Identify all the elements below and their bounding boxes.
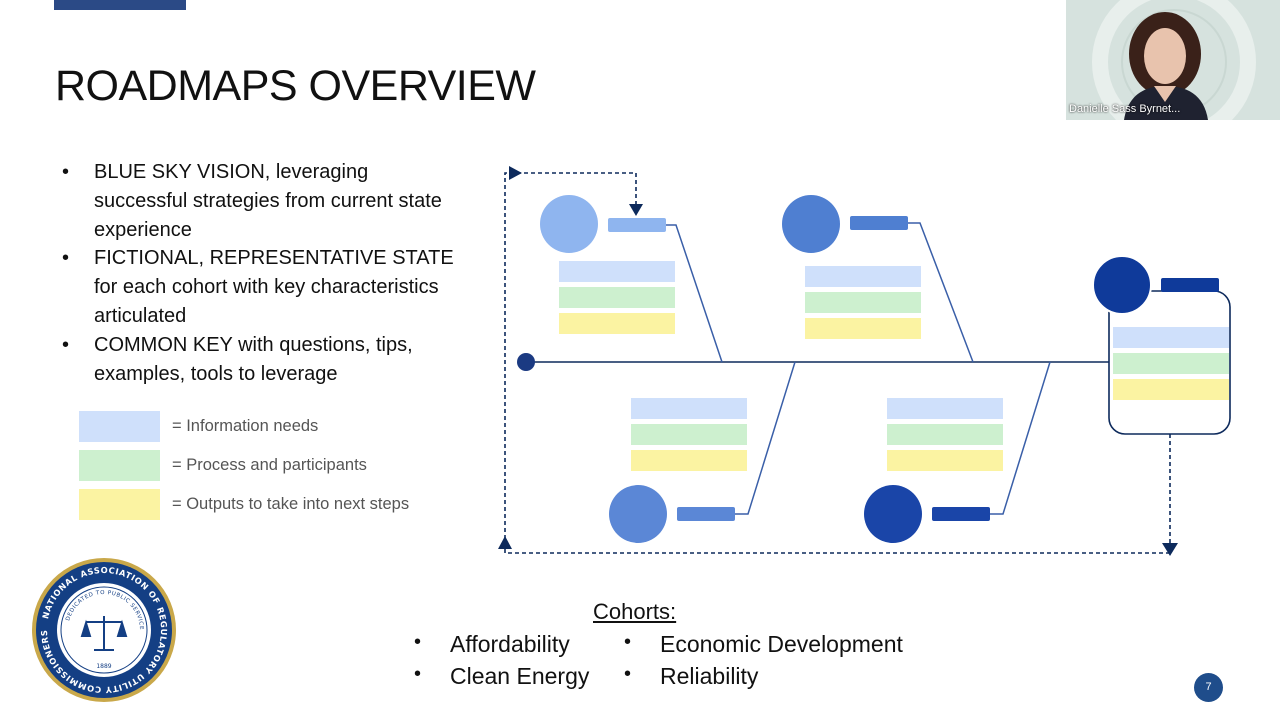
bullet-dot: • xyxy=(414,663,422,685)
bullet-dot: • xyxy=(624,663,632,685)
output-block xyxy=(631,450,747,471)
legend-label: = Outputs to take into next steps xyxy=(172,495,410,513)
process-block xyxy=(559,287,675,308)
arrowhead-right xyxy=(509,166,522,180)
arrowhead-up xyxy=(498,536,512,549)
milestone-bar xyxy=(1161,278,1219,292)
cohort-label: Affordability xyxy=(450,631,570,657)
bullet-dot: • xyxy=(624,631,632,653)
output-block xyxy=(559,313,675,334)
participant-avatar xyxy=(1066,0,1280,120)
scales-icon xyxy=(80,616,128,651)
output-block xyxy=(805,318,921,339)
spine-start-dot xyxy=(517,353,535,371)
milestone-bar xyxy=(608,218,666,232)
cohort-label: Clean Energy xyxy=(450,663,590,689)
milestone-circle xyxy=(1092,255,1152,315)
page-number-badge: 7 xyxy=(1194,673,1223,702)
cohorts-heading: Cohorts: xyxy=(593,599,677,624)
legend-label: = Information needs xyxy=(172,417,319,435)
roadmap-diagram xyxy=(498,166,1231,556)
participant-video-tile[interactable]: Danielle Sass Byrnet... xyxy=(1066,0,1280,120)
cohort-label: Reliability xyxy=(660,663,759,689)
info-block xyxy=(631,398,747,419)
arrowhead-down xyxy=(1162,543,1178,556)
legend-swatch-blue xyxy=(79,411,160,442)
info-block xyxy=(559,261,675,282)
process-block xyxy=(1113,353,1229,374)
arrowhead-down xyxy=(629,204,643,216)
bullet-dot: • xyxy=(414,631,422,653)
process-block xyxy=(887,424,1003,445)
milestone-circle xyxy=(540,195,598,253)
legend-label: = Process and participants xyxy=(172,456,367,474)
slide-title: ROADMAPS OVERVIEW xyxy=(55,62,536,110)
info-block xyxy=(805,266,921,287)
output-block xyxy=(887,450,1003,471)
bullet-item: FICTIONAL, REPRESENTATIVE STATE for each… xyxy=(62,244,462,330)
header-accent-bar xyxy=(54,0,186,10)
milestone-bar xyxy=(850,216,908,230)
bullet-item: COMMON KEY with questions, tips, example… xyxy=(62,331,462,389)
legend-swatch-green xyxy=(79,450,160,481)
bullet-item: BLUE SKY VISION, leveraging successful s… xyxy=(62,158,462,244)
cohort-item: • Reliability xyxy=(624,663,759,690)
cohort-item: • Affordability xyxy=(414,631,570,658)
bullet-list: BLUE SKY VISION, leveraging successful s… xyxy=(62,158,462,388)
output-block xyxy=(1113,379,1229,400)
legend-swatch-yellow xyxy=(79,489,160,520)
milestone-bar xyxy=(677,507,735,521)
milestone-circle xyxy=(864,485,922,543)
info-block xyxy=(1113,327,1229,348)
branch-lines xyxy=(666,222,1051,515)
seal-year: 1889 xyxy=(96,663,111,670)
info-block xyxy=(887,398,1003,419)
cohort-label: Economic Development xyxy=(660,631,903,657)
cohort-item: • Clean Energy xyxy=(414,663,590,690)
naruc-seal-logo: NATIONAL ASSOCIATION OF REGULATORY UTILI… xyxy=(32,558,176,702)
cohort-item: • Economic Development xyxy=(624,631,903,658)
process-block xyxy=(631,424,747,445)
milestone-circle xyxy=(609,485,667,543)
participant-name: Danielle Sass Byrnet... xyxy=(1069,103,1181,115)
milestone-bar xyxy=(932,507,990,521)
process-block xyxy=(805,292,921,313)
milestone-circle xyxy=(782,195,840,253)
